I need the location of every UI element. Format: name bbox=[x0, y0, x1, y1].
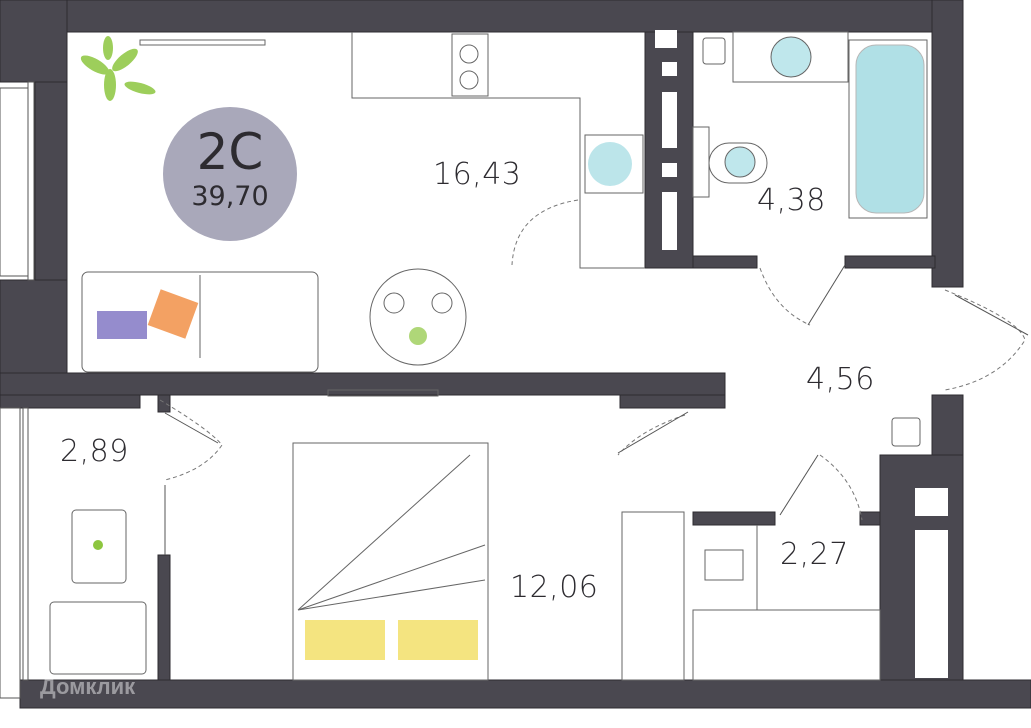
room-area-wardrobe: 2,27 bbox=[780, 537, 849, 572]
room-area-living-kitchen: 16,43 bbox=[433, 157, 522, 192]
toilet bbox=[708, 142, 768, 184]
watermark: Домклик bbox=[40, 674, 136, 699]
bed bbox=[292, 442, 489, 681]
room-area-bathroom: 4,38 bbox=[757, 183, 826, 218]
windows bbox=[0, 81, 35, 699]
door-leaves bbox=[164, 264, 1029, 555]
apartment-type: 2С bbox=[196, 123, 264, 181]
tv bbox=[139, 39, 266, 46]
bathroom-sink bbox=[732, 31, 849, 83]
wardrobe-shelf bbox=[692, 609, 881, 681]
bathtub bbox=[848, 39, 928, 219]
room-area-bedroom: 12,06 bbox=[510, 570, 599, 605]
sofa bbox=[81, 271, 319, 373]
balcony-table bbox=[71, 509, 127, 584]
kitchen-sink bbox=[584, 134, 644, 194]
wardrobe-left bbox=[621, 511, 685, 681]
apartment-badge: 2С 39,70 bbox=[163, 107, 297, 241]
wall-openings bbox=[655, 30, 948, 678]
room-area-hallway: 4,56 bbox=[806, 362, 875, 397]
furniture bbox=[49, 31, 928, 681]
total-area: 39,70 bbox=[191, 181, 269, 212]
armchair bbox=[49, 601, 147, 675]
room-area-balcony: 2,89 bbox=[60, 434, 129, 469]
cooktop bbox=[451, 33, 489, 97]
dining-table bbox=[369, 268, 467, 366]
plant bbox=[80, 36, 156, 101]
